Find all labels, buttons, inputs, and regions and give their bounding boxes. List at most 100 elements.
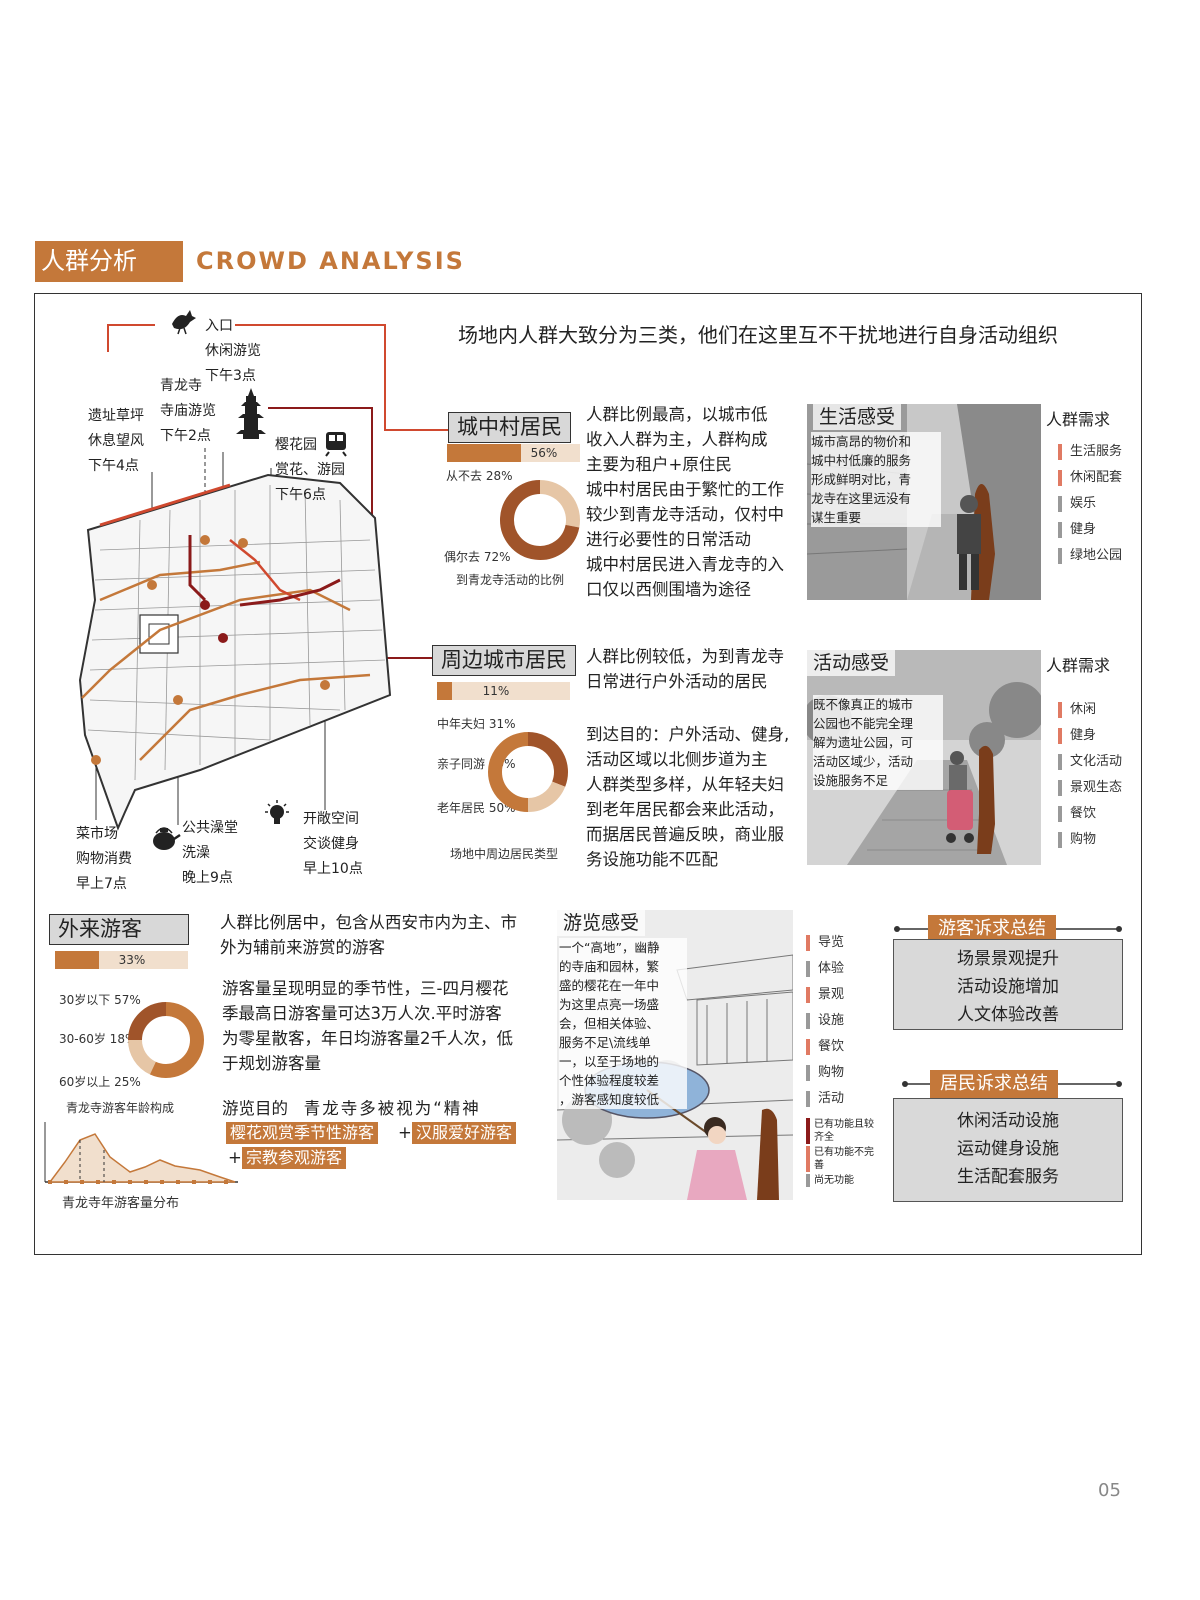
intro-text: 场地内人群大致分为三类，他们在这里互不干扰地进行自身活动组织 (458, 323, 1058, 347)
map-label-bath: 公共澡堂洗澡晚上9点 (182, 820, 238, 886)
percent-bar-tourists (55, 951, 188, 969)
donut-chart-villagers (500, 480, 580, 560)
needs-list-citizens: 休闲 健身 文化活动 景观生态 餐饮 购物 (1058, 702, 1122, 858)
donut-label-30to60: 30-60岁 18% (59, 1032, 137, 1046)
donut-segment-c (128, 1002, 167, 1041)
need-item: 休闲配套 (1058, 470, 1122, 486)
need-item: 活动 (806, 1091, 844, 1107)
donut-segment-a (527, 732, 568, 787)
donut-label-elderly: 老年居民 50% (437, 801, 516, 815)
need-item: 娱乐 (1058, 496, 1122, 512)
photo-title-citizens: 活动感受 (807, 650, 896, 676)
annual-chart-caption: 青龙寺年游客量分布 (62, 1196, 180, 1211)
donut-segment-b (500, 480, 580, 560)
donut-label-under30: 30岁以下 57% (59, 993, 141, 1007)
summary-resident-box: 休闲活动设施 运动健身设施 生活配套服务 (893, 1098, 1123, 1202)
tag-religious-tourists: 宗教参观游客 (242, 1147, 347, 1169)
need-item: 健身 (1058, 728, 1122, 744)
percent-text-villagers: 56% (530, 446, 558, 460)
tram-icon (325, 432, 347, 457)
map-label-entrance: 入口休闲游览下午3点 (205, 318, 261, 384)
donut-chart-citizens (488, 732, 568, 812)
site-map (78, 310, 455, 850)
donut-segment-a (539, 480, 580, 528)
need-item: 餐饮 (1058, 806, 1122, 822)
donut-caption-villagers: 到青龙寺活动的比例 (456, 573, 565, 587)
need-item: 餐饮 (806, 1039, 844, 1055)
bird-icon (172, 310, 196, 335)
donut-caption-tourists: 青龙寺游客年龄构成 (66, 1101, 175, 1115)
need-item: 导览 (806, 935, 844, 951)
pagoda-icon (236, 388, 266, 439)
donut-segment-b (128, 1039, 157, 1075)
plus-sign: + (228, 1148, 242, 1167)
donut-label-sometimes: 偶尔去 72% (444, 550, 511, 564)
donut-segment-c (488, 732, 529, 812)
group-label-villagers: 城中村居民 (448, 412, 571, 443)
percent-bar-villagers (447, 444, 580, 462)
tag-hanfu-tourists: 汉服爱好游客 (412, 1122, 517, 1144)
donut-label-never: 从不去 28% (446, 469, 513, 483)
needs-title-villagers: 人群需求 (1046, 410, 1111, 429)
map-label-open-space: 开敞空间交谈健身早上10点 (303, 811, 363, 877)
section-title-en: CROWD ANALYSIS (196, 247, 465, 275)
percent-text-tourists: 33% (118, 953, 146, 967)
needs-legend: 已有功能且较齐全 已有功能不完善 尚无功能 (806, 1118, 876, 1187)
summary-resident-title: 居民诉求总结 (930, 1070, 1058, 1098)
legend-none: 尚无功能 (806, 1174, 876, 1187)
need-item: 健身 (1058, 522, 1122, 538)
villagers-description: 人群比例最高，以城市低收入人群为主，人群构成主要为租户+原住民城中村居民由于繁忙… (586, 405, 784, 599)
citizens-description-1: 人群比例较低，为到青龙寺日常进行户外活动的居民 (586, 647, 784, 691)
map-label-temple: 青龙寺寺庙游览下午2点 (160, 378, 216, 444)
plus-sign: + (398, 1123, 412, 1142)
map-label-market: 菜市场购物消费早上7点 (76, 826, 132, 892)
kettle-icon (153, 827, 181, 850)
group-label-citizens: 周边城市居民 (432, 645, 576, 676)
need-item: 绿地公园 (1058, 548, 1122, 564)
need-item: 体验 (806, 961, 844, 977)
need-item: 文化活动 (1058, 754, 1122, 770)
photo-villagers: 生活感受 城市高昂的物价和城中村低廉的服务形成鲜明对比，青 龙寺在这里远没有谋生… (807, 404, 1041, 600)
summary-tourist-box: 场景景观提升 活动设施增加 人文体验改善 (893, 939, 1123, 1030)
needs-list-villagers: 生活服务 休闲配套 娱乐 健身 绿地公园 (1058, 444, 1122, 574)
need-item: 生活服务 (1058, 444, 1122, 460)
photo-text-tourists: 一个“高地”，幽静的寺庙和园林，繁盛的樱花在一年中 为这里点亮一场盛会，但相关体… (559, 938, 687, 1109)
need-item: 景观 (806, 987, 844, 1003)
tourists-purpose: 游览目的 青龙寺多被视为“精神 (222, 1099, 481, 1118)
page-number: 05 (1098, 1480, 1121, 1501)
needs-title-citizens: 人群需求 (1046, 656, 1111, 675)
donut-chart-tourists (128, 1002, 204, 1078)
photo-title-tourists: 游览感受 (557, 910, 646, 936)
need-item: 购物 (806, 1065, 844, 1081)
tourists-description-2: 游客量呈现明显的季节性，三-四月樱花季最高日游客量可达3万人次.平时游客为零星散… (222, 979, 513, 1073)
legend-incomplete: 已有功能不完善 (806, 1146, 876, 1172)
donut-segment-a (149, 1002, 204, 1078)
need-item: 设施 (806, 1013, 844, 1029)
photo-text-citizens: 既不像真正的城市公园也不能完全理解为遗址公园，可 活动区域少，活动设施服务不足 (813, 695, 943, 790)
section-title-cn: 人群分析 (35, 241, 183, 282)
photo-title-villagers: 生活感受 (813, 404, 902, 430)
donut-label-over60: 60岁以上 25% (59, 1075, 141, 1089)
photo-citizens: 活动感受 既不像真正的城市公园也不能完全理解为遗址公园，可 活动区域少，活动设施… (807, 650, 1041, 865)
percent-text-citizens: 11% (482, 684, 510, 698)
tourists-description-1: 人群比例居中，包含从西安市内为主、市外为辅前来游赏的游客 (220, 913, 517, 957)
legend-complete: 已有功能且较齐全 (806, 1118, 876, 1144)
photo-text-villagers: 城市高昂的物价和城中村低廉的服务形成鲜明对比，青 龙寺在这里远没有谋生重要 (811, 432, 941, 527)
map-label-sakura: 樱花园赏花、游园下午6点 (275, 437, 345, 503)
summary-tourist-title: 游客诉求总结 (928, 915, 1056, 943)
lightbulb-icon (265, 800, 289, 824)
donut-label-couples: 中年夫妇 31% (437, 717, 516, 731)
donut-caption-citizens: 场地中周边居民类型 (450, 847, 559, 861)
donut-segment-b (527, 781, 566, 812)
need-item: 购物 (1058, 832, 1122, 848)
citizens-description-2: 到达目的：户外活动、健身,活动区域以北侧步道为主人群类型多样，从年轻夫妇 到老年… (586, 725, 790, 869)
percent-bar-citizens (437, 682, 570, 700)
tag-sakura-tourists: 樱花观赏季节性游客 (226, 1122, 379, 1144)
annual-visitor-chart (44, 1122, 238, 1184)
photo-tourists: 游览感受 一个“高地”，幽静的寺庙和园林，繁盛的樱花在一年中 为这里点亮一场盛会… (557, 910, 793, 1200)
map-label-ruins: 遗址草坪休息望风下午4点 (88, 408, 144, 474)
need-item: 休闲 (1058, 702, 1122, 718)
content-frame (34, 293, 1142, 1255)
needs-list-tourists: 导览 体验 景观 设施 餐饮 购物 活动 (806, 935, 844, 1117)
need-item: 景观生态 (1058, 780, 1122, 796)
